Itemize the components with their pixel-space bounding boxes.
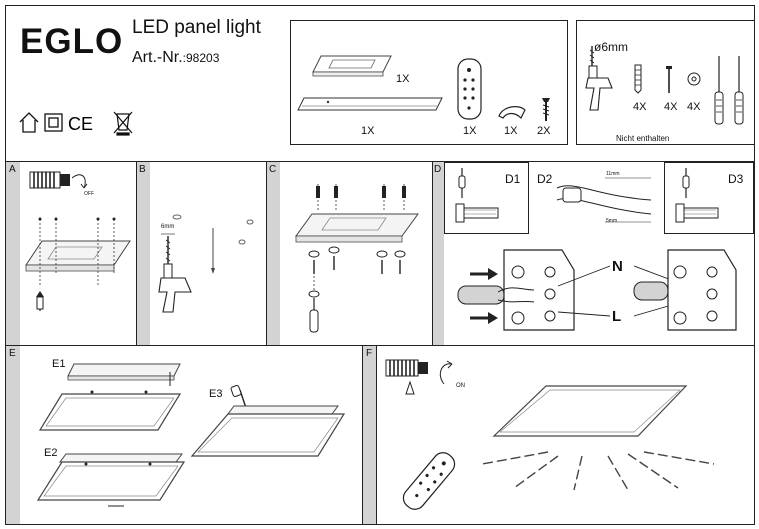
off-label: OFF — [84, 191, 94, 197]
screwdriver-cross-icon — [734, 56, 744, 125]
remote-icon — [457, 58, 482, 120]
drill-size: ø6mm — [594, 40, 628, 54]
wiring-diagram — [457, 249, 737, 331]
qty-plug: 4X — [633, 101, 647, 113]
weee-bin-icon — [113, 111, 133, 136]
row-2-bottom-divider — [5, 345, 755, 346]
row-3-divider-b — [376, 346, 377, 524]
drilling-illustration — [158, 214, 254, 313]
light-rays — [481, 451, 715, 491]
step-d-label: D — [434, 164, 442, 175]
indoor-use-icon — [19, 112, 39, 133]
header-divider — [5, 161, 755, 162]
step-e-label: E — [9, 348, 16, 359]
driver-box-d1 — [455, 168, 499, 223]
wire-l-label: L — [612, 308, 622, 325]
qty-screw: 2X — [537, 125, 551, 137]
product-title: LED panel light — [132, 17, 261, 38]
article-label-text: Art.-Nr. — [132, 49, 183, 66]
qty-mounting-screw: 4X — [664, 101, 678, 113]
step-c-panel — [280, 162, 432, 345]
on-label: ON — [456, 383, 465, 389]
step-b-panel — [150, 162, 266, 345]
step-b-label: B — [139, 164, 146, 175]
screw-icon — [542, 98, 550, 121]
remote-in-hand-illustration — [402, 452, 456, 510]
washer-icon — [687, 72, 701, 86]
qty-clip: 1X — [504, 125, 518, 137]
breaker-switch-on-icon — [385, 359, 453, 395]
class-ii-icon — [44, 113, 63, 132]
step-e1-text: E1 — [52, 358, 66, 370]
drill-icon — [585, 46, 613, 111]
row-2-divider-1 — [136, 162, 137, 345]
article-label: Art.-Nr.:98203 — [132, 49, 219, 67]
row-3-gray-left — [6, 346, 20, 524]
panel-illustration — [297, 97, 443, 111]
step-d3-label: D3 — [728, 172, 744, 186]
wire-n-label: N — [612, 258, 623, 275]
step-d1-label: D1 — [505, 172, 521, 186]
step-e3-text: E3 — [209, 388, 223, 400]
panel-mount-a — [25, 217, 131, 311]
strip-length-long: 11mm — [606, 171, 620, 177]
panel-e1-illustration — [38, 363, 182, 431]
article-number: :98203 — [182, 51, 220, 65]
row-3-divider — [362, 346, 363, 524]
wire-strip-d2 — [556, 177, 652, 223]
mounting-screw-icon — [666, 66, 672, 93]
step-c-label: C — [269, 164, 277, 175]
step-e1-label: E1 — [52, 358, 65, 370]
step-d2-label: D2 — [537, 172, 553, 186]
qty-panel-top: 1X — [396, 73, 410, 85]
step-e2-label: E2 — [44, 447, 57, 459]
clip-icon — [498, 106, 526, 120]
installed-panel-illustration — [492, 385, 688, 437]
breaker-switch-icon — [29, 171, 88, 189]
panel-e2-illustration — [36, 453, 186, 507]
step-e2-text: E2 — [44, 447, 58, 459]
panel-mount-c — [295, 184, 419, 333]
brand-logo: EGLO — [20, 22, 124, 61]
qty-remote: 1X — [463, 125, 477, 137]
row-2-divider-2 — [266, 162, 267, 345]
qty-washer: 4X — [687, 101, 701, 113]
not-included-note: Nicht enthalten — [616, 134, 670, 143]
drill-6mm-label: 6mm — [161, 224, 175, 230]
panel-e3-illustration — [190, 384, 346, 457]
strip-length-short: 5mm — [606, 218, 618, 224]
step-e3-label: E3 — [209, 388, 222, 400]
certification-icons: CE — [19, 111, 133, 136]
row-2-divider-3 — [432, 162, 433, 345]
wall-plug-icon — [634, 64, 642, 94]
qty-panel: 1X — [361, 125, 375, 137]
step-a-label: A — [9, 164, 16, 175]
ce-mark-icon: CE — [68, 114, 93, 134]
package-contents-box — [290, 20, 568, 145]
row-3-gray-mid — [362, 346, 376, 524]
step-f-label: F — [366, 348, 373, 359]
screwdriver-flat-icon — [714, 56, 724, 125]
panel-top-illustration — [312, 55, 392, 77]
driver-box-d3 — [675, 168, 719, 223]
